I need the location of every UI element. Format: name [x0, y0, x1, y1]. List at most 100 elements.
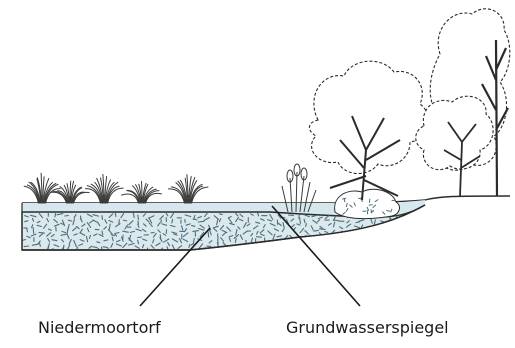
peat-hatch-stroke [426, 240, 429, 242]
peat-hatch-stroke [380, 234, 383, 236]
peat-hatch-stroke [312, 246, 314, 249]
peat-hatch-stroke [352, 245, 356, 249]
peat-hatch-stroke [336, 250, 338, 253]
peat-hatch-stroke [300, 245, 304, 249]
peat-hatch-stroke [319, 229, 325, 230]
peat-hatch-stroke [23, 240, 26, 241]
peat-hatch-stroke [256, 244, 257, 249]
peat-hatch-stroke [123, 252, 126, 254]
peat-hatch-stroke [391, 245, 393, 250]
peat-hatch-stroke [422, 214, 427, 215]
peat-hatch-stroke [387, 231, 390, 232]
peat-hatch-stroke [340, 241, 344, 244]
peat-hatch-stroke [401, 235, 404, 237]
peat-hatch-stroke [222, 248, 226, 251]
peat-hatch-stroke [362, 239, 363, 242]
peat-hatch-stroke [418, 213, 419, 217]
peat-hatch-stroke [353, 234, 356, 238]
peat-hatch-stroke [319, 251, 322, 253]
peat-hatch-stroke [103, 247, 107, 248]
peat-hatch-stroke [417, 225, 422, 227]
peat-hatch-stroke [397, 239, 400, 242]
peat-hatch-stroke [412, 216, 415, 217]
peat-hatch-stroke [24, 246, 29, 247]
peat-hatch-stroke [408, 231, 412, 234]
peat-hatch-stroke [426, 225, 430, 227]
peat-hatch-stroke [115, 252, 118, 253]
peat-label: Niedermoortorf [38, 318, 161, 337]
peat-hatch-stroke [413, 245, 415, 250]
peat-hatch-stroke [319, 238, 323, 240]
peat-hatch-stroke [352, 231, 355, 234]
peat-hatch-stroke [375, 248, 378, 251]
peat-hatch-stroke [388, 223, 390, 228]
peat-hatch-stroke [361, 236, 365, 237]
peat-hatch-stroke [307, 251, 309, 254]
peat-hatch-stroke [332, 235, 333, 239]
peat-hatch-stroke [192, 226, 195, 227]
peat-hatch-stroke [383, 232, 387, 233]
peat-hatch-stroke [138, 215, 139, 219]
peat-hatch-stroke [205, 251, 210, 252]
peat-hatch-stroke [380, 249, 384, 253]
peat-hatch-stroke [403, 247, 407, 249]
peat-hatch-stroke [293, 247, 297, 251]
peat-hatch-stroke [172, 219, 173, 223]
peat-hatch-stroke [410, 249, 415, 253]
peat-hatch-stroke [276, 245, 279, 247]
peat-hatch-stroke [237, 249, 240, 252]
peat-hatch-stroke [370, 238, 374, 241]
peat-hatch-stroke [376, 247, 380, 249]
peat-hatch-stroke [212, 248, 215, 249]
peat-hatch-stroke [325, 237, 328, 239]
peat-hatch-stroke [386, 235, 392, 236]
peat-hatch-stroke [298, 250, 301, 252]
peat-hatch-stroke [368, 251, 371, 255]
peat-hatch-stroke [67, 229, 68, 233]
bush [335, 189, 400, 218]
peat-hatch-stroke [330, 241, 335, 243]
peat-hatch-stroke [346, 247, 349, 249]
peat-hatch-stroke [404, 239, 409, 240]
peat-hatch-stroke [405, 225, 408, 228]
peat-hatch-stroke [338, 244, 340, 247]
peat-hatch-stroke [415, 217, 419, 221]
peat-hatch-stroke [363, 243, 364, 247]
peat-hatch-stroke [394, 221, 395, 224]
peat-hatch-stroke [366, 244, 370, 247]
peat-hatch-stroke [314, 230, 319, 231]
peat-hatch-stroke [404, 250, 408, 252]
peat-hatch-stroke [257, 237, 262, 238]
peat-hatch-stroke [78, 252, 82, 254]
peat-hatch-stroke [401, 221, 405, 225]
peat-hatch-stroke [260, 247, 265, 248]
ground-surface [22, 196, 510, 203]
peat-hatch-stroke [115, 213, 116, 216]
peat-hatch-stroke [268, 242, 273, 244]
peat-hatch-stroke [246, 251, 251, 253]
peat-hatch-stroke [410, 224, 413, 226]
peat-hatch-stroke [361, 229, 362, 234]
peat-hatch-stroke [264, 248, 267, 251]
peat-hatch-stroke [93, 247, 97, 248]
peat-hatch-stroke [319, 243, 321, 246]
peat-hatch-stroke [408, 239, 413, 240]
peat-hatch-stroke [398, 236, 403, 237]
peat-hatch-stroke [38, 251, 40, 253]
peat-hatch-stroke [375, 226, 376, 231]
peat-hatch-stroke [419, 250, 423, 253]
groundwater-label: Grundwasserspiegel [286, 318, 449, 337]
peat-hatch-stroke [326, 247, 330, 249]
peat-hatch-stroke [398, 226, 400, 229]
peat-hatch-stroke [384, 225, 386, 228]
peat-hatch-stroke [250, 244, 255, 246]
peat-hatch-stroke [339, 249, 344, 252]
peat-hatch-stroke [65, 216, 69, 217]
peat-hatch-stroke [241, 247, 246, 249]
peat-hatch-stroke [271, 244, 275, 245]
peat-hatch-stroke [388, 240, 390, 242]
peat-hatch-stroke [102, 231, 103, 235]
peat-hatch-stroke [384, 238, 385, 242]
sedge-blade [142, 181, 143, 203]
